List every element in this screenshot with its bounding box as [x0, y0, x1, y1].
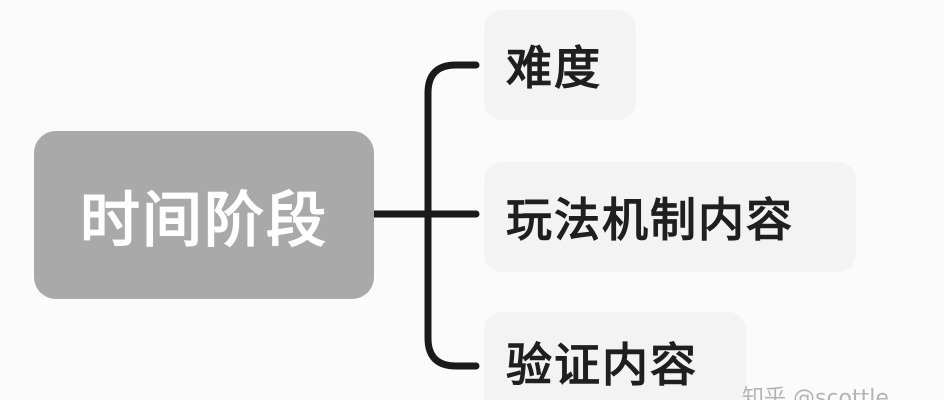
connector-branch-1 [424, 61, 480, 218]
child-node-validation: 验证内容 [484, 312, 746, 400]
child-node-label: 玩法机制内容 [506, 193, 794, 247]
child-node-label: 难度 [506, 41, 602, 95]
watermark: 知乎 @scottle [742, 386, 889, 400]
root-node-label: 时间阶段 [80, 185, 328, 256]
child-node-gameplay-mechanics: 玩法机制内容 [484, 162, 856, 272]
child-node-difficulty: 难度 [484, 10, 636, 120]
connector-branch-3 [424, 210, 480, 370]
child-node-label: 验证内容 [506, 338, 698, 392]
root-node: 时间阶段 [34, 131, 374, 299]
